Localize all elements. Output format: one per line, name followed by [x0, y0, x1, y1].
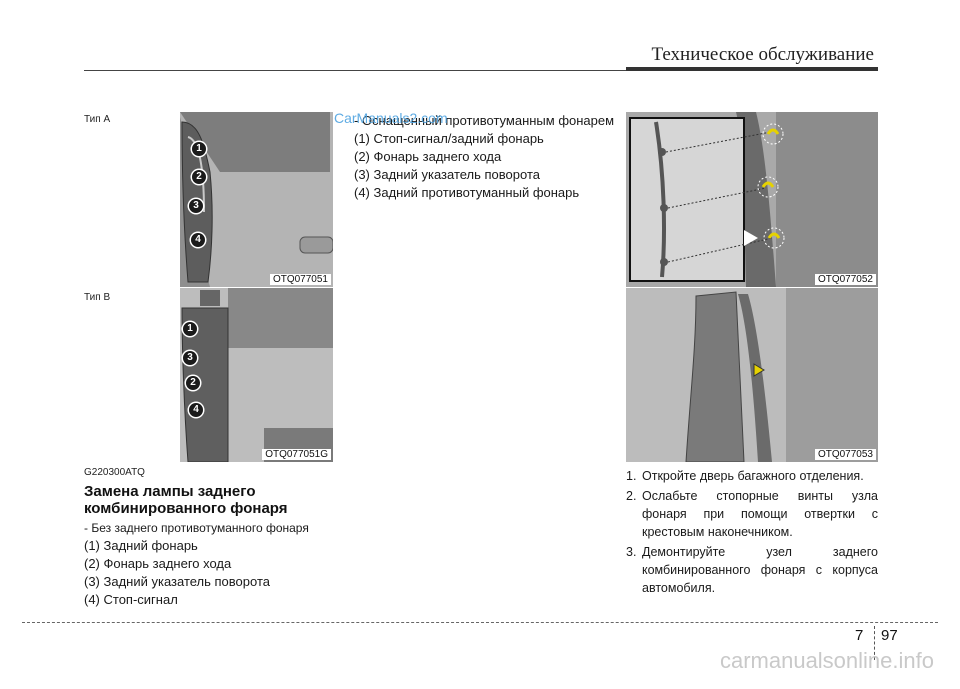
image-caption: OTQ077053: [814, 449, 876, 460]
procedure-step: 3. Демонтируйте узел заднего комбинирова…: [626, 543, 878, 597]
step-number: 3.: [626, 545, 637, 559]
callout-badge: 3: [189, 199, 203, 213]
callout-badge: 1: [192, 142, 206, 156]
watermark-bottom: carmanualsonline.info: [719, 648, 934, 673]
footer-rule: [22, 622, 938, 623]
step-number: 1.: [626, 469, 637, 483]
callout-badge: 3: [183, 351, 197, 365]
tail-lamp-screws-photo: OTQ077052: [626, 112, 878, 287]
type-b-label: Тип В: [84, 292, 111, 303]
list-item: (2) Фонарь заднего хода: [84, 556, 232, 571]
lamp-removal-illustration: [626, 288, 878, 462]
list-item: (1) Задний фонарь: [84, 538, 198, 553]
section-title-line-2: комбинированного фонаря: [84, 500, 288, 517]
header-rule: [84, 70, 878, 71]
list-item: (3) Задний указатель поворота: [354, 167, 540, 182]
type-b-lamp-photo: 1 3 2 4 OTQ077051G: [180, 288, 333, 462]
list-item: (3) Задний указатель поворота: [84, 574, 270, 589]
screw-location-illustration: [626, 112, 878, 287]
type-a-lamp-photo: 1 2 3 4 OTQ077051: [180, 112, 333, 287]
page-number-divider: [874, 626, 875, 660]
list-item: (1) Стоп-сигнал/задний фонарь: [354, 131, 544, 146]
document-code: G220300ATQ: [84, 467, 145, 478]
callout-badge: 2: [192, 170, 206, 184]
section-title-line-1: Замена лампы заднего: [84, 483, 256, 500]
type-a-label: Тип А: [84, 114, 111, 125]
middle-heading: - Оснащенный противотуманным фонарем: [354, 113, 615, 128]
procedure-steps: 1. Откройте дверь багажного отделения. 2…: [626, 467, 878, 597]
chapter-number: 7: [855, 627, 864, 644]
page-number: 97: [881, 627, 898, 644]
watermark-top: CarManuals2.com: [334, 110, 448, 126]
image-caption: OTQ077052: [814, 274, 876, 285]
image-caption: OTQ077051: [269, 274, 331, 285]
list-item: (4) Стоп-сигнал: [84, 592, 178, 607]
step-number: 2.: [626, 489, 637, 503]
callout-badge: 4: [191, 233, 205, 247]
tail-lamp-removal-photo: OTQ077053: [626, 288, 878, 462]
list-item: (2) Фонарь заднего хода: [354, 149, 502, 164]
callout-badge: 4: [189, 403, 203, 417]
callout-badge: 1: [183, 322, 197, 336]
header-accent-bar: [626, 67, 878, 71]
callout-badge: 2: [186, 376, 200, 390]
type-b-lamp-illustration: [180, 288, 333, 462]
procedure-step: 2. Ослабьте стопорные винты узла фонаря …: [626, 487, 878, 541]
step-text: Откройте дверь багажного отделения.: [642, 469, 864, 483]
subheading: - Без заднего противотуманного фонаря: [84, 521, 309, 535]
procedure-step: 1. Откройте дверь багажного отделения.: [626, 467, 878, 485]
step-text: Демонтируйте узел заднего комбинированно…: [642, 545, 878, 595]
list-item: (4) Задний противотуманный фонарь: [354, 185, 580, 200]
image-caption: OTQ077051G: [262, 449, 331, 460]
page-header-title: Техническое обслуживание: [651, 44, 874, 65]
type-a-lamp-illustration: [180, 112, 333, 287]
step-text: Ослабьте стопорные винты узла фонаря при…: [642, 489, 878, 539]
